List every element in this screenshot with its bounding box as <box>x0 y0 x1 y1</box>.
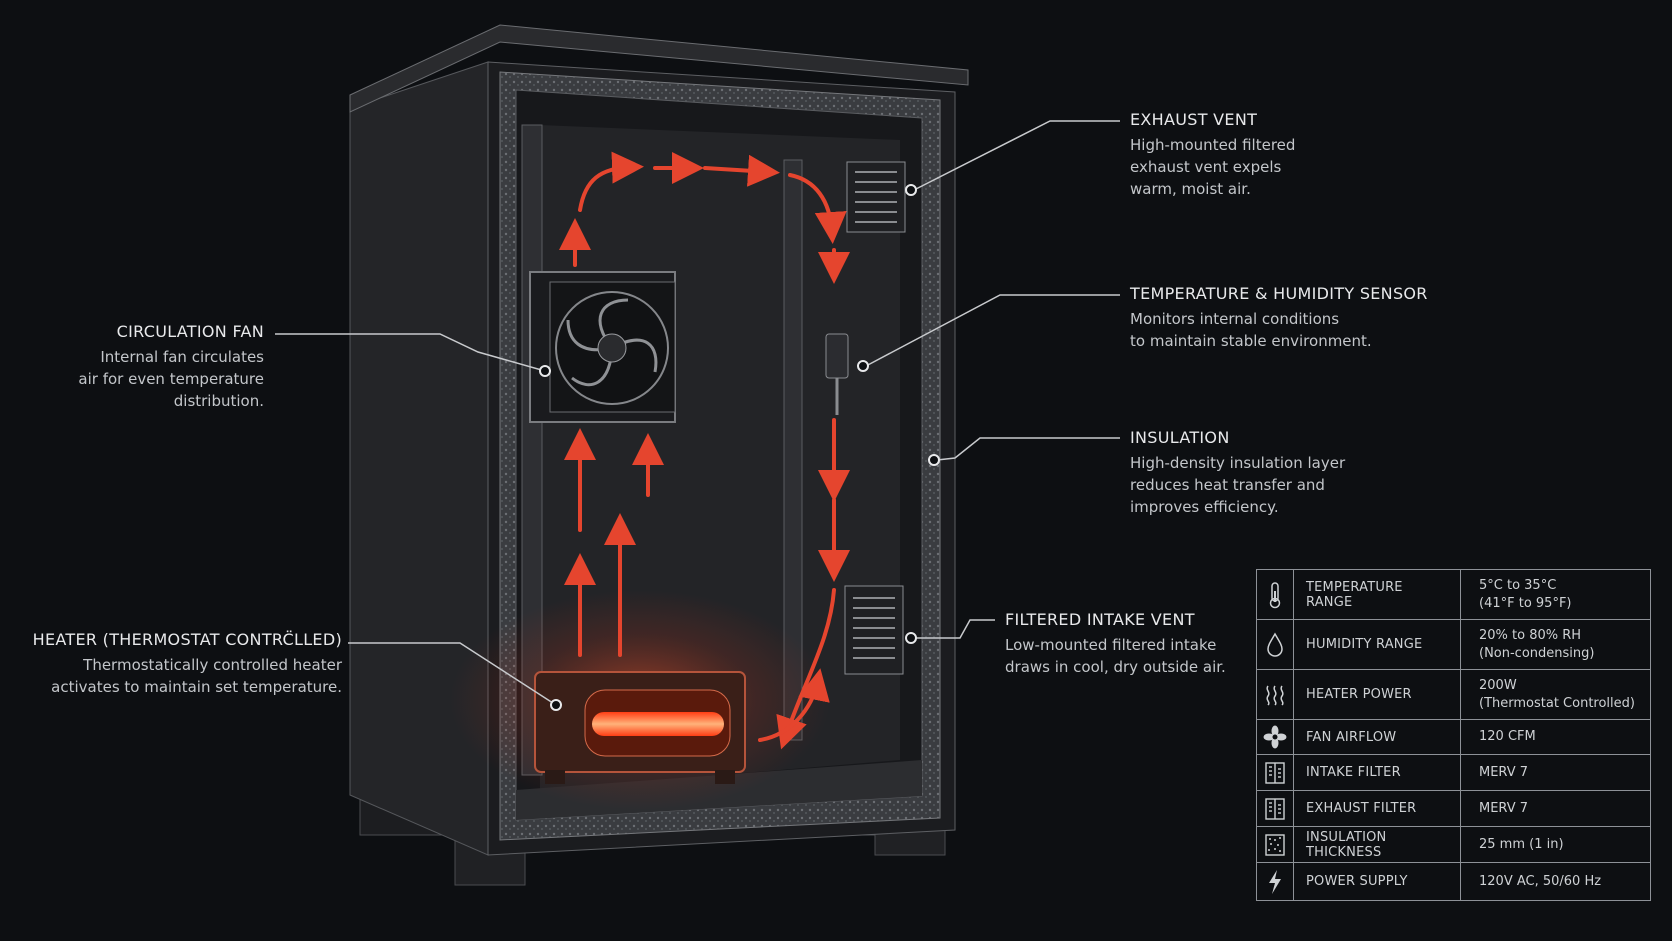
spec-value-main: 200W <box>1479 677 1517 693</box>
spec-label: EXHAUST FILTER <box>1293 790 1461 827</box>
callout-title: HEATER (THERMOSTAT CONTRC̈LLED) <box>32 630 342 649</box>
droplet-icon <box>1256 619 1294 670</box>
callout-desc: High-density insulation layer reduces he… <box>1130 454 1346 516</box>
spec-value-main: 25 mm (1 in) <box>1479 836 1564 852</box>
thermometer-icon <box>1256 569 1294 620</box>
spec-row: HEATER POWER 200W (Thermostat Controlled) <box>1256 669 1651 720</box>
airflow-arrows <box>559 151 850 750</box>
callout-desc: Internal fan circulates air for even tem… <box>78 348 264 410</box>
leader-dots <box>539 184 940 711</box>
callout-desc: Thermostatically controlled heater activ… <box>51 656 342 696</box>
spec-row: TEMPERATURE RANGE 5°C to 35°C (41°F to 95… <box>1256 569 1651 620</box>
leader-lines <box>275 120 1120 706</box>
callout-heater: HEATER (THERMOSTAT CONTRC̈LLED) Thermost… <box>2 630 342 698</box>
spec-label: INTAKE FILTER <box>1293 754 1461 791</box>
spec-label: INSULATION THICKNESS <box>1293 826 1461 863</box>
spec-value-main: 120V AC, 50/60 Hz <box>1479 873 1602 889</box>
fan-icon <box>1256 719 1294 755</box>
spec-value-main: MERV 7 <box>1479 764 1529 780</box>
spec-label: HUMIDITY RANGE <box>1293 619 1461 670</box>
spec-value-main: MERV 7 <box>1479 800 1529 816</box>
spec-value: 120 CFM <box>1460 719 1651 755</box>
spec-value-sub: (Thermostat Controlled) <box>1479 695 1635 711</box>
spec-row: INSULATION THICKNESS 25 mm (1 in) <box>1256 826 1651 863</box>
heater <box>534 671 746 784</box>
callout-exhaust-vent: EXHAUST VENT High-mounted filtered exhau… <box>1130 110 1295 200</box>
spec-label: HEATER POWER <box>1293 669 1461 720</box>
spec-value: 120V AC, 50/60 Hz <box>1460 862 1651 901</box>
spec-row: POWER SUPPLY 120V AC, 50/60 Hz <box>1256 862 1651 901</box>
filter-icon <box>1256 754 1294 791</box>
spec-value: MERV 7 <box>1460 754 1651 791</box>
callout-title: EXHAUST VENT <box>1130 110 1258 129</box>
spec-value-main: 120 CFM <box>1479 729 1536 744</box>
spec-label: POWER SUPPLY <box>1293 862 1461 901</box>
circulation-fan <box>529 271 676 423</box>
spec-value: 200W (Thermostat Controlled) <box>1460 669 1651 720</box>
spec-value: 25 mm (1 in) <box>1460 826 1651 863</box>
callout-title: TEMPERATURE & HUMIDITY SENSOR <box>1130 284 1428 303</box>
lightning-bolt-icon <box>1256 862 1294 901</box>
insulation-icon <box>1256 826 1294 863</box>
callout-intake-vent: FILTERED INTAKE VENT Low-mounted filtere… <box>1005 610 1226 678</box>
callout-desc: High-mounted filtered exhaust vent expel… <box>1130 136 1296 198</box>
callout-title: INSULATION <box>1130 428 1230 447</box>
intake-vent <box>844 585 904 675</box>
heat-waves-icon <box>1256 669 1294 720</box>
spec-value: 5°C to 35°C (41°F to 95°F) <box>1460 569 1651 620</box>
spec-value: MERV 7 <box>1460 790 1651 827</box>
spec-value-main: 20% to 80% RH <box>1479 627 1582 643</box>
spec-label: TEMPERATURE RANGE <box>1293 569 1461 620</box>
spec-label: FAN AIRFLOW <box>1293 719 1461 755</box>
callout-fan: CIRCULATION FAN Internal fan circulates … <box>4 322 264 412</box>
spec-row: INTAKE FILTER MERV 7 <box>1256 754 1651 791</box>
spec-row: FAN AIRFLOW 120 CFM <box>1256 719 1651 755</box>
callout-desc: Low-mounted filtered intake draws in coo… <box>1005 636 1226 676</box>
spec-value-main: 5°C to 35°C <box>1479 577 1557 593</box>
callout-desc: Monitors internal conditions to maintain… <box>1130 310 1372 350</box>
exhaust-vent <box>846 161 906 233</box>
callout-insulation: INSULATION High-density insulation layer… <box>1130 428 1345 518</box>
humidity-sensor <box>825 333 849 415</box>
spec-row: HUMIDITY RANGE 20% to 80% RH (Non-condens… <box>1256 619 1651 670</box>
spec-value-sub: (Non-condensing) <box>1479 645 1595 661</box>
filter-icon <box>1256 790 1294 827</box>
callout-title: FILTERED INTAKE VENT <box>1005 610 1195 629</box>
spec-value: 20% to 80% RH (Non-condensing) <box>1460 619 1651 670</box>
spec-value-sub: (41°F to 95°F) <box>1479 595 1572 611</box>
spec-row: EXHAUST FILTER MERV 7 <box>1256 790 1651 827</box>
spec-table: TEMPERATURE RANGE 5°C to 35°C (41°F to 95… <box>1256 569 1651 901</box>
callout-sensor: TEMPERATURE & HUMIDITY SENSOR Monitors i… <box>1130 284 1428 352</box>
callout-title: CIRCULATION FAN <box>116 322 264 341</box>
